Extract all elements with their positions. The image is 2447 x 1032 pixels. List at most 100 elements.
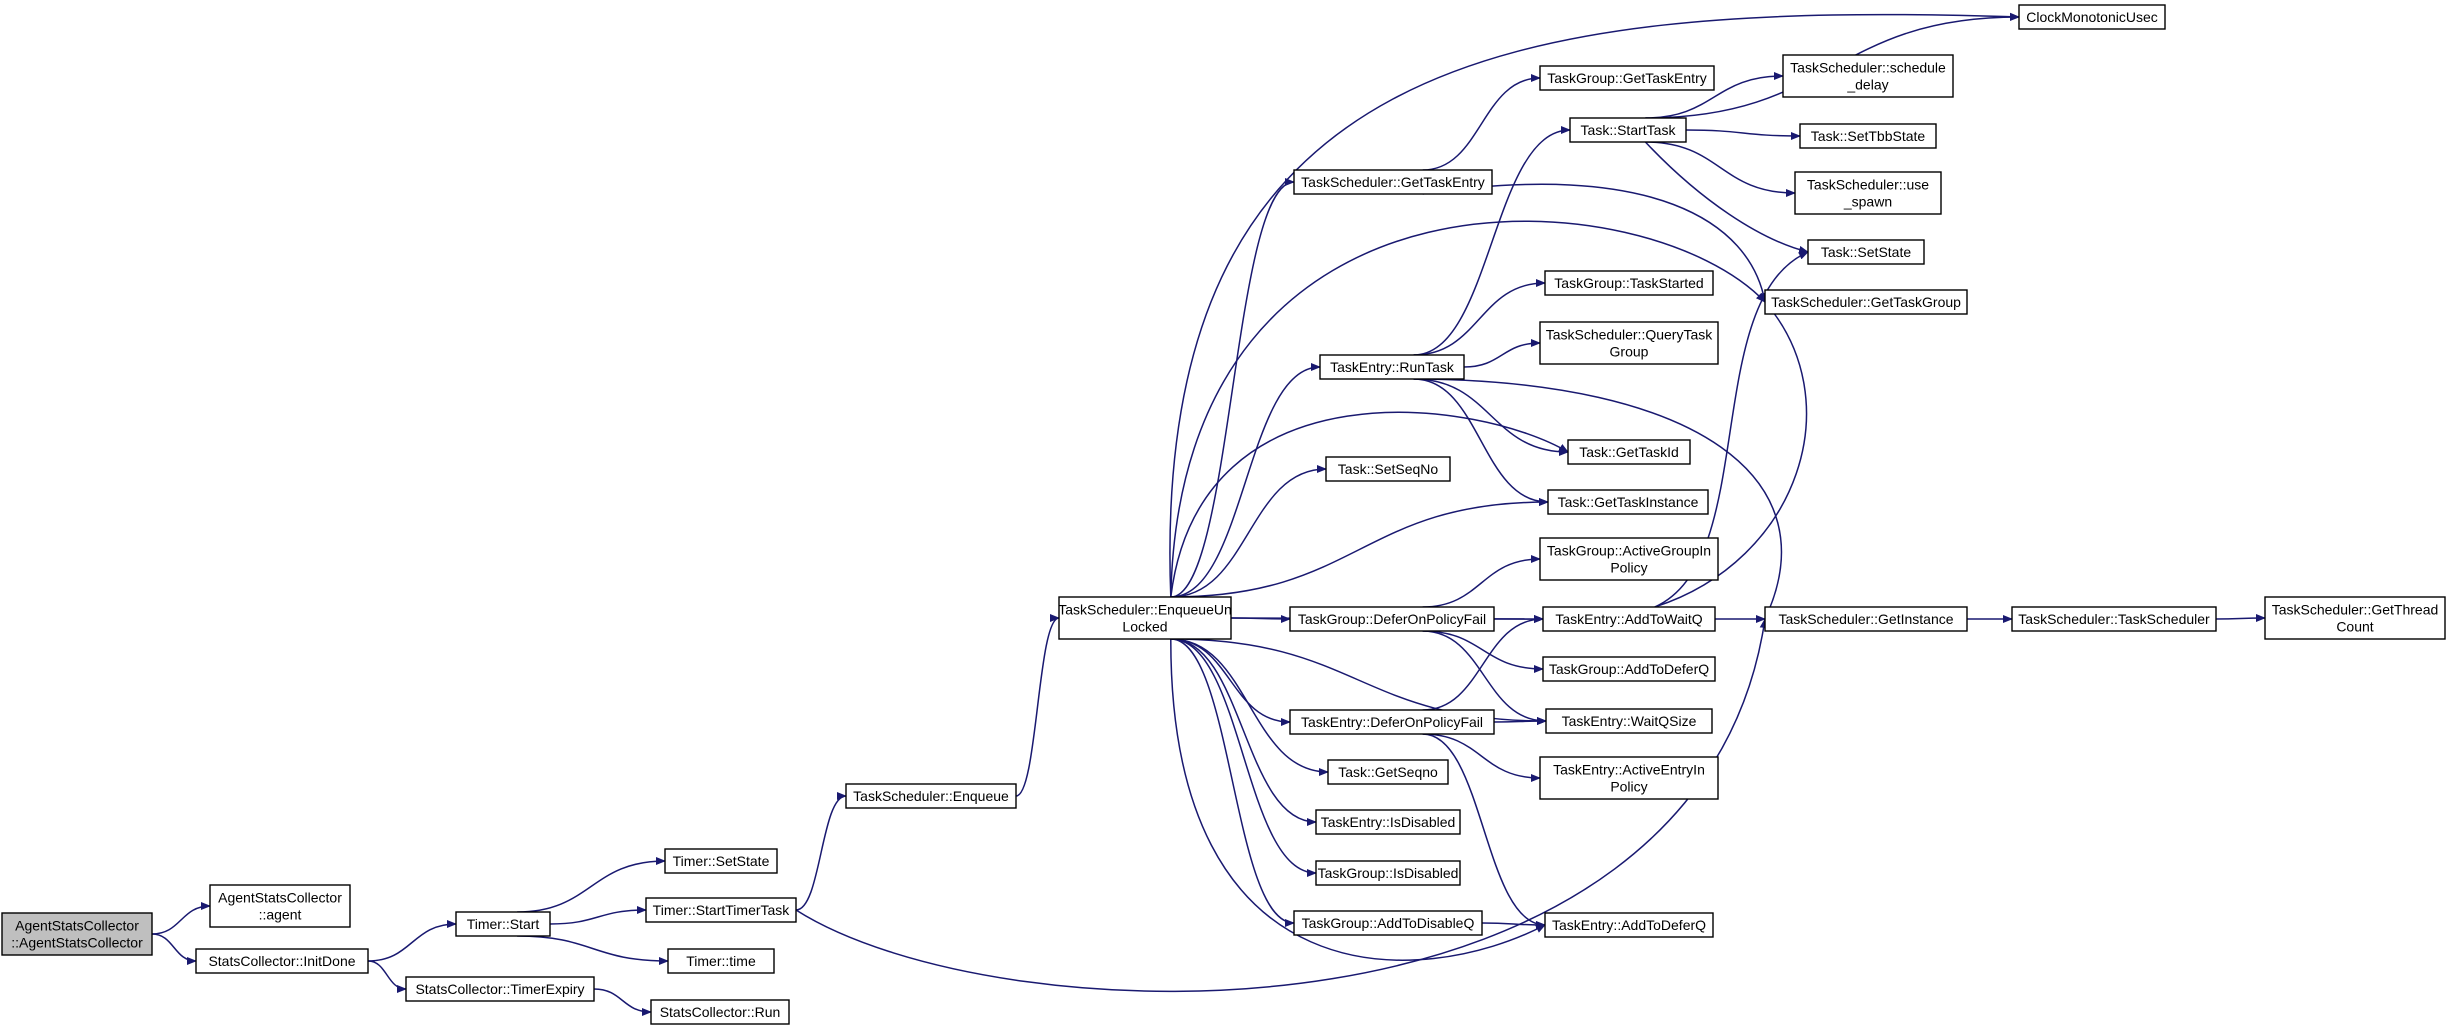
node-tasksetstate[interactable]: Task::SetState xyxy=(1807,239,1925,265)
edge-enqueueunlocked-to-clockmono xyxy=(1169,12,2020,598)
edge-enqueueunlocked-to-tg_isdisabled xyxy=(1170,638,1317,877)
edge-runtask-to-querytaskgroup xyxy=(1463,339,1541,368)
node-box xyxy=(2264,596,2446,640)
node-box xyxy=(1569,117,1687,143)
edge-agentctor-to-agent xyxy=(151,902,211,935)
node-addtowaitq[interactable]: TaskEntry::AddToWaitQ xyxy=(1542,606,1716,632)
node-box xyxy=(455,911,551,937)
edge-ts_gettaskentry-to-tg_gettaskentry xyxy=(1422,74,1541,171)
node-te_isdisabled[interactable]: TaskEntry::IsDisabled xyxy=(1315,809,1461,835)
node-addtodisableq[interactable]: TaskGroup::AddToDisableQ xyxy=(1293,910,1483,936)
node-agent[interactable]: AgentStatsCollector::agent xyxy=(209,884,351,928)
node-label: TaskScheduler::Enqueue xyxy=(853,788,1009,804)
node-box xyxy=(1539,537,1719,581)
node-tg_isdisabled[interactable]: TaskGroup::IsDisabled xyxy=(1315,860,1461,886)
node-label: TaskGroup::ActiveGroupIn xyxy=(1547,543,1711,559)
node-label: StatsCollector::TimerExpiry xyxy=(415,981,584,997)
node-gettaskid[interactable]: Task::GetTaskId xyxy=(1567,439,1691,465)
edge-enqueueunlocked-to-te_deferonpolicyfail xyxy=(1170,638,1291,726)
node-tg_addtodeferq[interactable]: TaskGroup::AddToDeferQ xyxy=(1542,656,1716,682)
node-taskstarted[interactable]: TaskGroup::TaskStarted xyxy=(1544,270,1714,296)
node-label: ClockMonotonicUsec xyxy=(2026,9,2158,25)
edge-timerstart-to-timersetstate xyxy=(517,857,666,913)
node-label: TaskScheduler::TaskScheduler xyxy=(2018,611,2210,627)
node-label: Timer::StartTimerTask xyxy=(653,902,791,918)
edge-enqueueunlocked-to-ts_gettaskentry xyxy=(1170,178,1295,598)
node-scheduledelay[interactable]: TaskScheduler::schedule_delay xyxy=(1782,54,1954,98)
node-box xyxy=(664,848,778,874)
node-run[interactable]: StatsCollector::Run xyxy=(650,999,790,1025)
node-usespawn[interactable]: TaskScheduler::use_spawn xyxy=(1794,171,1942,215)
node-box xyxy=(1,912,153,956)
edge-addtodisableq-to-te_addtodeferq xyxy=(1481,920,1546,929)
edge-timerstart-to-starttimertask xyxy=(549,906,647,925)
node-ts_gettaskentry[interactable]: TaskScheduler::GetTaskEntry xyxy=(1293,169,1493,195)
node-label: Task::SetSeqNo xyxy=(1338,461,1439,477)
node-label: TaskEntry::RunTask xyxy=(1330,359,1455,375)
node-box xyxy=(1315,860,1461,886)
node-box xyxy=(1799,123,1937,149)
node-box xyxy=(1293,169,1493,195)
node-clockmono[interactable]: ClockMonotonicUsec xyxy=(2018,4,2166,30)
node-gettaskgroup[interactable]: TaskScheduler::GetTaskGroup xyxy=(1764,289,1968,315)
node-te_deferonpolicyfail[interactable]: TaskEntry::DeferOnPolicyFail xyxy=(1289,709,1495,735)
node-starttimertask[interactable]: Timer::StartTimerTask xyxy=(645,897,797,923)
node-enqueue[interactable]: TaskScheduler::Enqueue xyxy=(845,783,1017,809)
node-timertime[interactable]: Timer::time xyxy=(667,948,775,974)
edge-enqueueunlocked-to-tg_deferonpolicyfail xyxy=(1230,614,1291,623)
edge-starttimertask-to-enqueue xyxy=(795,792,847,911)
node-getinstance[interactable]: TaskScheduler::GetInstance xyxy=(1764,606,1968,632)
node-label: AgentStatsCollector xyxy=(15,918,139,934)
node-runtask[interactable]: TaskEntry::RunTask xyxy=(1319,354,1465,380)
node-box xyxy=(1764,289,1968,315)
node-label: TaskScheduler::QueryTask xyxy=(1546,327,1714,343)
node-label: TaskScheduler::GetInstance xyxy=(1778,611,1953,627)
edge-runtask-to-taskstarted xyxy=(1413,279,1546,356)
node-waitqsize[interactable]: TaskEntry::WaitQSize xyxy=(1545,708,1713,734)
node-label: Task::StartTask xyxy=(1581,122,1677,138)
node-timerexpiry[interactable]: StatsCollector::TimerExpiry xyxy=(405,976,595,1002)
edge-runtask-to-starttask xyxy=(1413,126,1571,356)
node-settbbstate[interactable]: Task::SetTbbState xyxy=(1799,123,1937,149)
node-label: StatsCollector::Run xyxy=(660,1004,781,1020)
node-box xyxy=(1327,759,1449,785)
edge-addtowaitq-to-gettaskgroup xyxy=(1654,301,1808,608)
edge-agentctor-to-initdone xyxy=(151,933,197,965)
edge-te_deferonpolicyfail-to-waitqsize xyxy=(1493,717,1547,726)
node-getseqno[interactable]: Task::GetSeqno xyxy=(1327,759,1449,785)
node-timersetstate[interactable]: Timer::SetState xyxy=(664,848,778,874)
node-label: TaskScheduler::EnqueueUn xyxy=(1058,602,1232,618)
edge-enqueueunlocked-to-waitqsize xyxy=(1170,638,1547,725)
edge-starttask-to-settbbstate xyxy=(1685,129,1801,140)
node-tsctor[interactable]: TaskScheduler::TaskScheduler xyxy=(2011,606,2217,632)
node-box xyxy=(1319,354,1465,380)
node-box xyxy=(1544,912,1714,938)
node-label: TaskGroup::GetTaskEntry xyxy=(1547,70,1707,86)
node-te_addtodeferq[interactable]: TaskEntry::AddToDeferQ xyxy=(1544,912,1714,938)
node-tg_gettaskentry[interactable]: TaskGroup::GetTaskEntry xyxy=(1539,65,1715,91)
node-label: Policy xyxy=(1610,779,1647,795)
node-label: Timer::SetState xyxy=(673,853,770,869)
edge-enqueueunlocked-to-setseqno xyxy=(1170,465,1327,598)
node-label: Locked xyxy=(1122,619,1167,635)
node-gettaskinstance[interactable]: Task::GetTaskInstance xyxy=(1547,489,1709,515)
node-timerstart[interactable]: Timer::Start xyxy=(455,911,551,937)
node-tg_deferonpolicyfail[interactable]: TaskGroup::DeferOnPolicyFail xyxy=(1289,606,1495,632)
node-agentctor[interactable]: AgentStatsCollector::AgentStatsCollector xyxy=(1,912,153,956)
node-initdone[interactable]: StatsCollector::InitDone xyxy=(195,948,369,974)
edge-timerexpiry-to-run xyxy=(593,988,652,1016)
node-starttask[interactable]: Task::StartTask xyxy=(1569,117,1687,143)
edge-enqueueunlocked-to-getseqno xyxy=(1170,638,1329,776)
node-box xyxy=(1539,65,1715,91)
node-box xyxy=(1567,439,1691,465)
node-label: _delay xyxy=(1846,77,1888,93)
node-label: Task::GetSeqno xyxy=(1338,764,1438,780)
node-label: Policy xyxy=(1610,560,1647,576)
node-setseqno[interactable]: Task::SetSeqNo xyxy=(1325,456,1451,482)
